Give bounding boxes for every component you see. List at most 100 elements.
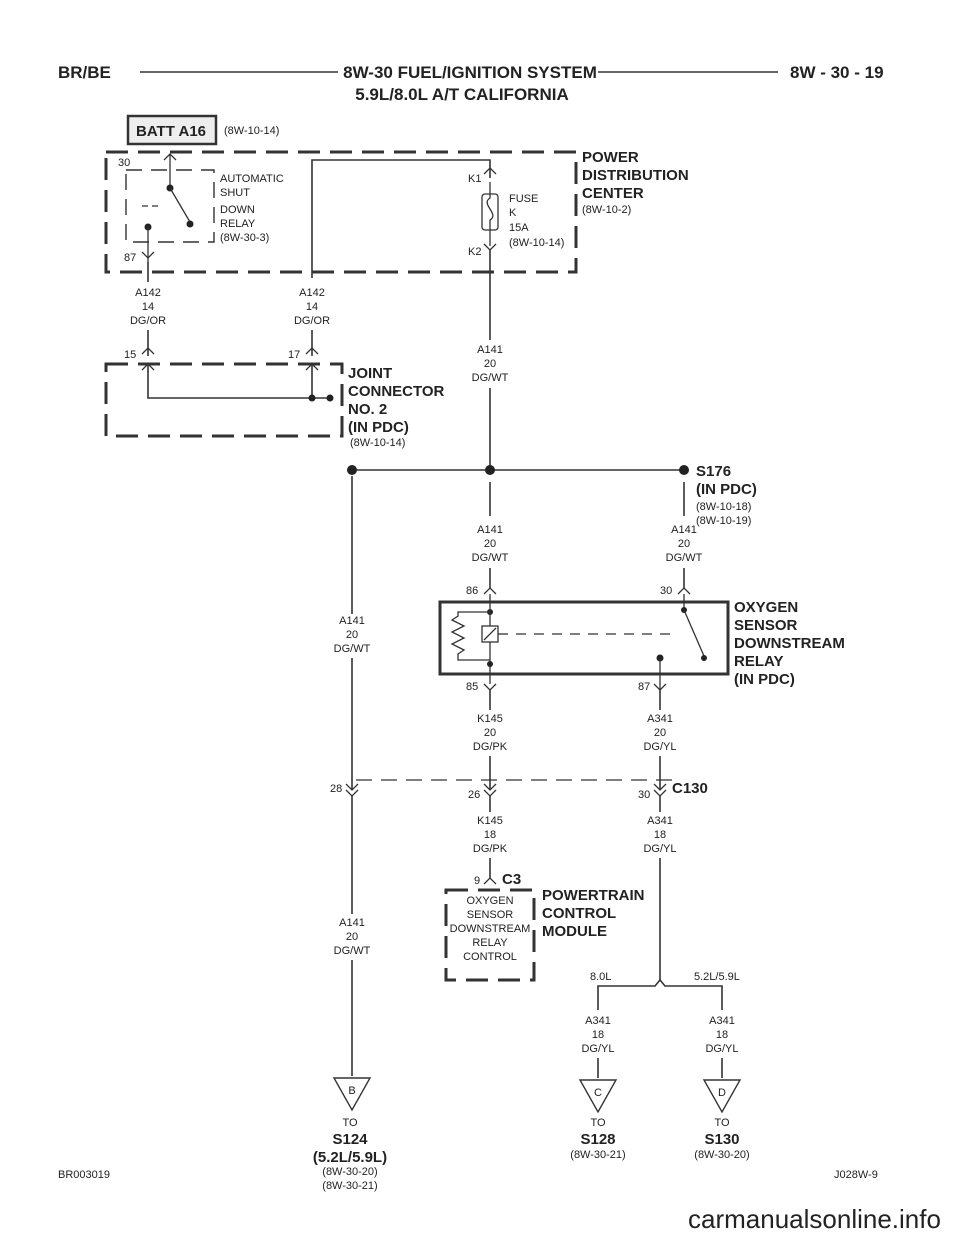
pdc-line-1: POWER bbox=[582, 149, 639, 166]
a341-lower-gauge: 18 bbox=[654, 829, 666, 841]
joint-pin-15-connector bbox=[141, 347, 155, 355]
pcm-line-3: MODULE bbox=[542, 923, 607, 940]
destination-b-letter: B bbox=[348, 1085, 355, 1097]
o2-coil-slash bbox=[483, 627, 497, 641]
destination-d: D TO S130 (8W-30-20) bbox=[694, 1079, 750, 1161]
destination-c-ref-1: (8W-30-21) bbox=[570, 1149, 625, 1161]
pcm-connector-c3: C3 bbox=[502, 871, 521, 888]
pcm-inner-2: SENSOR bbox=[467, 909, 514, 921]
a142-right-label: A142 14 DG/OR bbox=[294, 287, 330, 327]
a141-mid-label: A141 20 DG/WT bbox=[472, 524, 509, 564]
a141-right-label: A141 20 DG/WT bbox=[666, 524, 703, 564]
s176-label: S176 (IN PDC) (8W-10-18) (8W-10-19) bbox=[696, 463, 757, 527]
a141-left-gauge: 20 bbox=[346, 629, 358, 641]
a141-left-circuit: A141 bbox=[339, 615, 365, 627]
a141-fuse-color: DG/WT bbox=[472, 372, 509, 384]
branch-bar bbox=[597, 978, 723, 994]
c130-pin-30: 30 bbox=[638, 789, 650, 801]
batt-source: BATT A16 (8W-10-14) bbox=[126, 114, 279, 146]
a141-fuse-gauge: 20 bbox=[484, 358, 496, 370]
a141-mid-circuit: A141 bbox=[477, 524, 503, 536]
pcm-inner-3: DOWNSTREAM bbox=[450, 923, 531, 935]
joint-pin-17: 17 bbox=[288, 349, 300, 361]
o2-relay-outline bbox=[438, 600, 730, 676]
o2-line-1: OXYGEN bbox=[734, 599, 798, 616]
pcm-inner-5: CONTROL bbox=[463, 951, 517, 963]
o2-relay: 86 30 85 87 OXYGEN SENSOR DOWNSTREAM REL… bbox=[438, 585, 845, 693]
a142-right-circuit: A142 bbox=[299, 287, 325, 299]
a141-lower-circuit: A141 bbox=[339, 917, 365, 929]
a341-c-gauge: 18 bbox=[592, 1029, 604, 1041]
o2-line-5: (IN PDC) bbox=[734, 671, 795, 688]
a341-d-label: A341 18 DG/YL bbox=[705, 1015, 738, 1055]
joint-ref: (8W-10-14) bbox=[350, 437, 405, 449]
fuse-pin-k2: K2 bbox=[468, 246, 481, 258]
a341-c-circuit: A341 bbox=[585, 1015, 611, 1027]
c130-pin-30-connector bbox=[653, 783, 667, 791]
header-left: BR/BE bbox=[58, 63, 111, 82]
c130-label: C130 bbox=[672, 780, 708, 797]
joint-line-3: NO. 2 bbox=[348, 401, 387, 418]
batt-label: BATT A16 bbox=[136, 123, 206, 140]
a341-c-color: DG/YL bbox=[581, 1043, 614, 1055]
c130-pin-28: 28 bbox=[330, 783, 342, 795]
o2-suppression-resistor bbox=[450, 611, 490, 661]
a141-right-circuit: A141 bbox=[671, 524, 697, 536]
a141-left-label: A141 20 DG/WT bbox=[334, 615, 371, 655]
asd-line-1: AUTOMATIC bbox=[220, 173, 284, 185]
a341-lower-circuit: A341 bbox=[647, 815, 673, 827]
page-header: BR/BE 8W-30 FUEL/IGNITION SYSTEM 8W - 30… bbox=[58, 63, 884, 104]
k145-lower-circuit: K145 bbox=[477, 815, 503, 827]
a341-upper-label: A341 20 DG/YL bbox=[643, 713, 676, 753]
o2-pin-85: 85 bbox=[466, 681, 478, 693]
engine-branch: 8.0L 5.2L/5.9L bbox=[590, 971, 740, 1010]
destination-b-to: TO bbox=[342, 1117, 358, 1129]
joint-line-1: JOINT bbox=[348, 365, 392, 382]
destination-d-name: S130 bbox=[704, 1131, 739, 1148]
destination-d-letter: D bbox=[718, 1087, 726, 1099]
connector-c130: 28 26 30 C130 bbox=[330, 779, 708, 801]
a141-left-color: DG/WT bbox=[334, 643, 371, 655]
joint-connector-outline bbox=[104, 362, 344, 438]
footer-right: J028W-9 bbox=[834, 1169, 878, 1181]
a141-lower-gauge: 20 bbox=[346, 931, 358, 943]
s176-node-mid bbox=[485, 465, 495, 475]
a142-left-color: DG/OR bbox=[130, 315, 166, 327]
fuse-line-2: K bbox=[509, 207, 517, 219]
destination-d-ref-1: (8W-30-20) bbox=[694, 1149, 749, 1161]
fuse-line-4: (8W-10-14) bbox=[509, 237, 564, 249]
pcm-outline bbox=[444, 888, 536, 982]
s176-line-2: (IN PDC) bbox=[696, 481, 757, 498]
header-right: 8W - 30 - 19 bbox=[790, 63, 884, 82]
s176-node-right bbox=[679, 465, 689, 475]
a341-upper-circuit: A341 bbox=[647, 713, 673, 725]
fuse-line-1: FUSE bbox=[509, 193, 538, 205]
k145-upper-gauge: 20 bbox=[484, 727, 496, 739]
c130-pin-26-connector bbox=[483, 783, 497, 791]
o2-pin-86: 86 bbox=[466, 585, 478, 597]
pdc-line-2: DISTRIBUTION bbox=[582, 167, 689, 184]
k145-lower-color: DG/PK bbox=[473, 843, 508, 855]
asd-relay: 30 87 AUTOMATIC SHUT DOWN RELAY (8W-30-3… bbox=[118, 153, 284, 264]
o2-line-4: RELAY bbox=[734, 653, 783, 670]
branch-left-label: 8.0L bbox=[590, 971, 611, 983]
destination-b-ref-1: (8W-30-20) bbox=[322, 1166, 377, 1178]
destination-b: B TO S124 (5.2L/5.9L) (8W-30-20) (8W-30-… bbox=[313, 1077, 387, 1192]
o2-coil-bottom-node bbox=[487, 661, 493, 667]
footer-left: BR003019 bbox=[58, 1169, 110, 1181]
a141-lower-label: A141 20 DG/WT bbox=[334, 917, 371, 957]
s176-ref-1: (8W-10-18) bbox=[696, 501, 751, 513]
asd-line-4: RELAY bbox=[220, 218, 256, 230]
pdc-outline bbox=[104, 150, 578, 274]
destination-b-ref-2: (8W-30-21) bbox=[322, 1180, 377, 1192]
o2-pin-30-connector bbox=[677, 587, 691, 595]
asd-line-5: (8W-30-3) bbox=[220, 232, 269, 244]
pdc-label: POWER DISTRIBUTION CENTER (8W-10-2) bbox=[582, 149, 689, 216]
o2-pin-30: 30 bbox=[660, 585, 672, 597]
a341-lower-color: DG/YL bbox=[643, 843, 676, 855]
joint-pin-17-connector bbox=[305, 347, 319, 355]
a142-right-gauge: 14 bbox=[306, 301, 318, 313]
destination-c-name: S128 bbox=[580, 1131, 615, 1148]
pcm-line-2: CONTROL bbox=[542, 905, 616, 922]
